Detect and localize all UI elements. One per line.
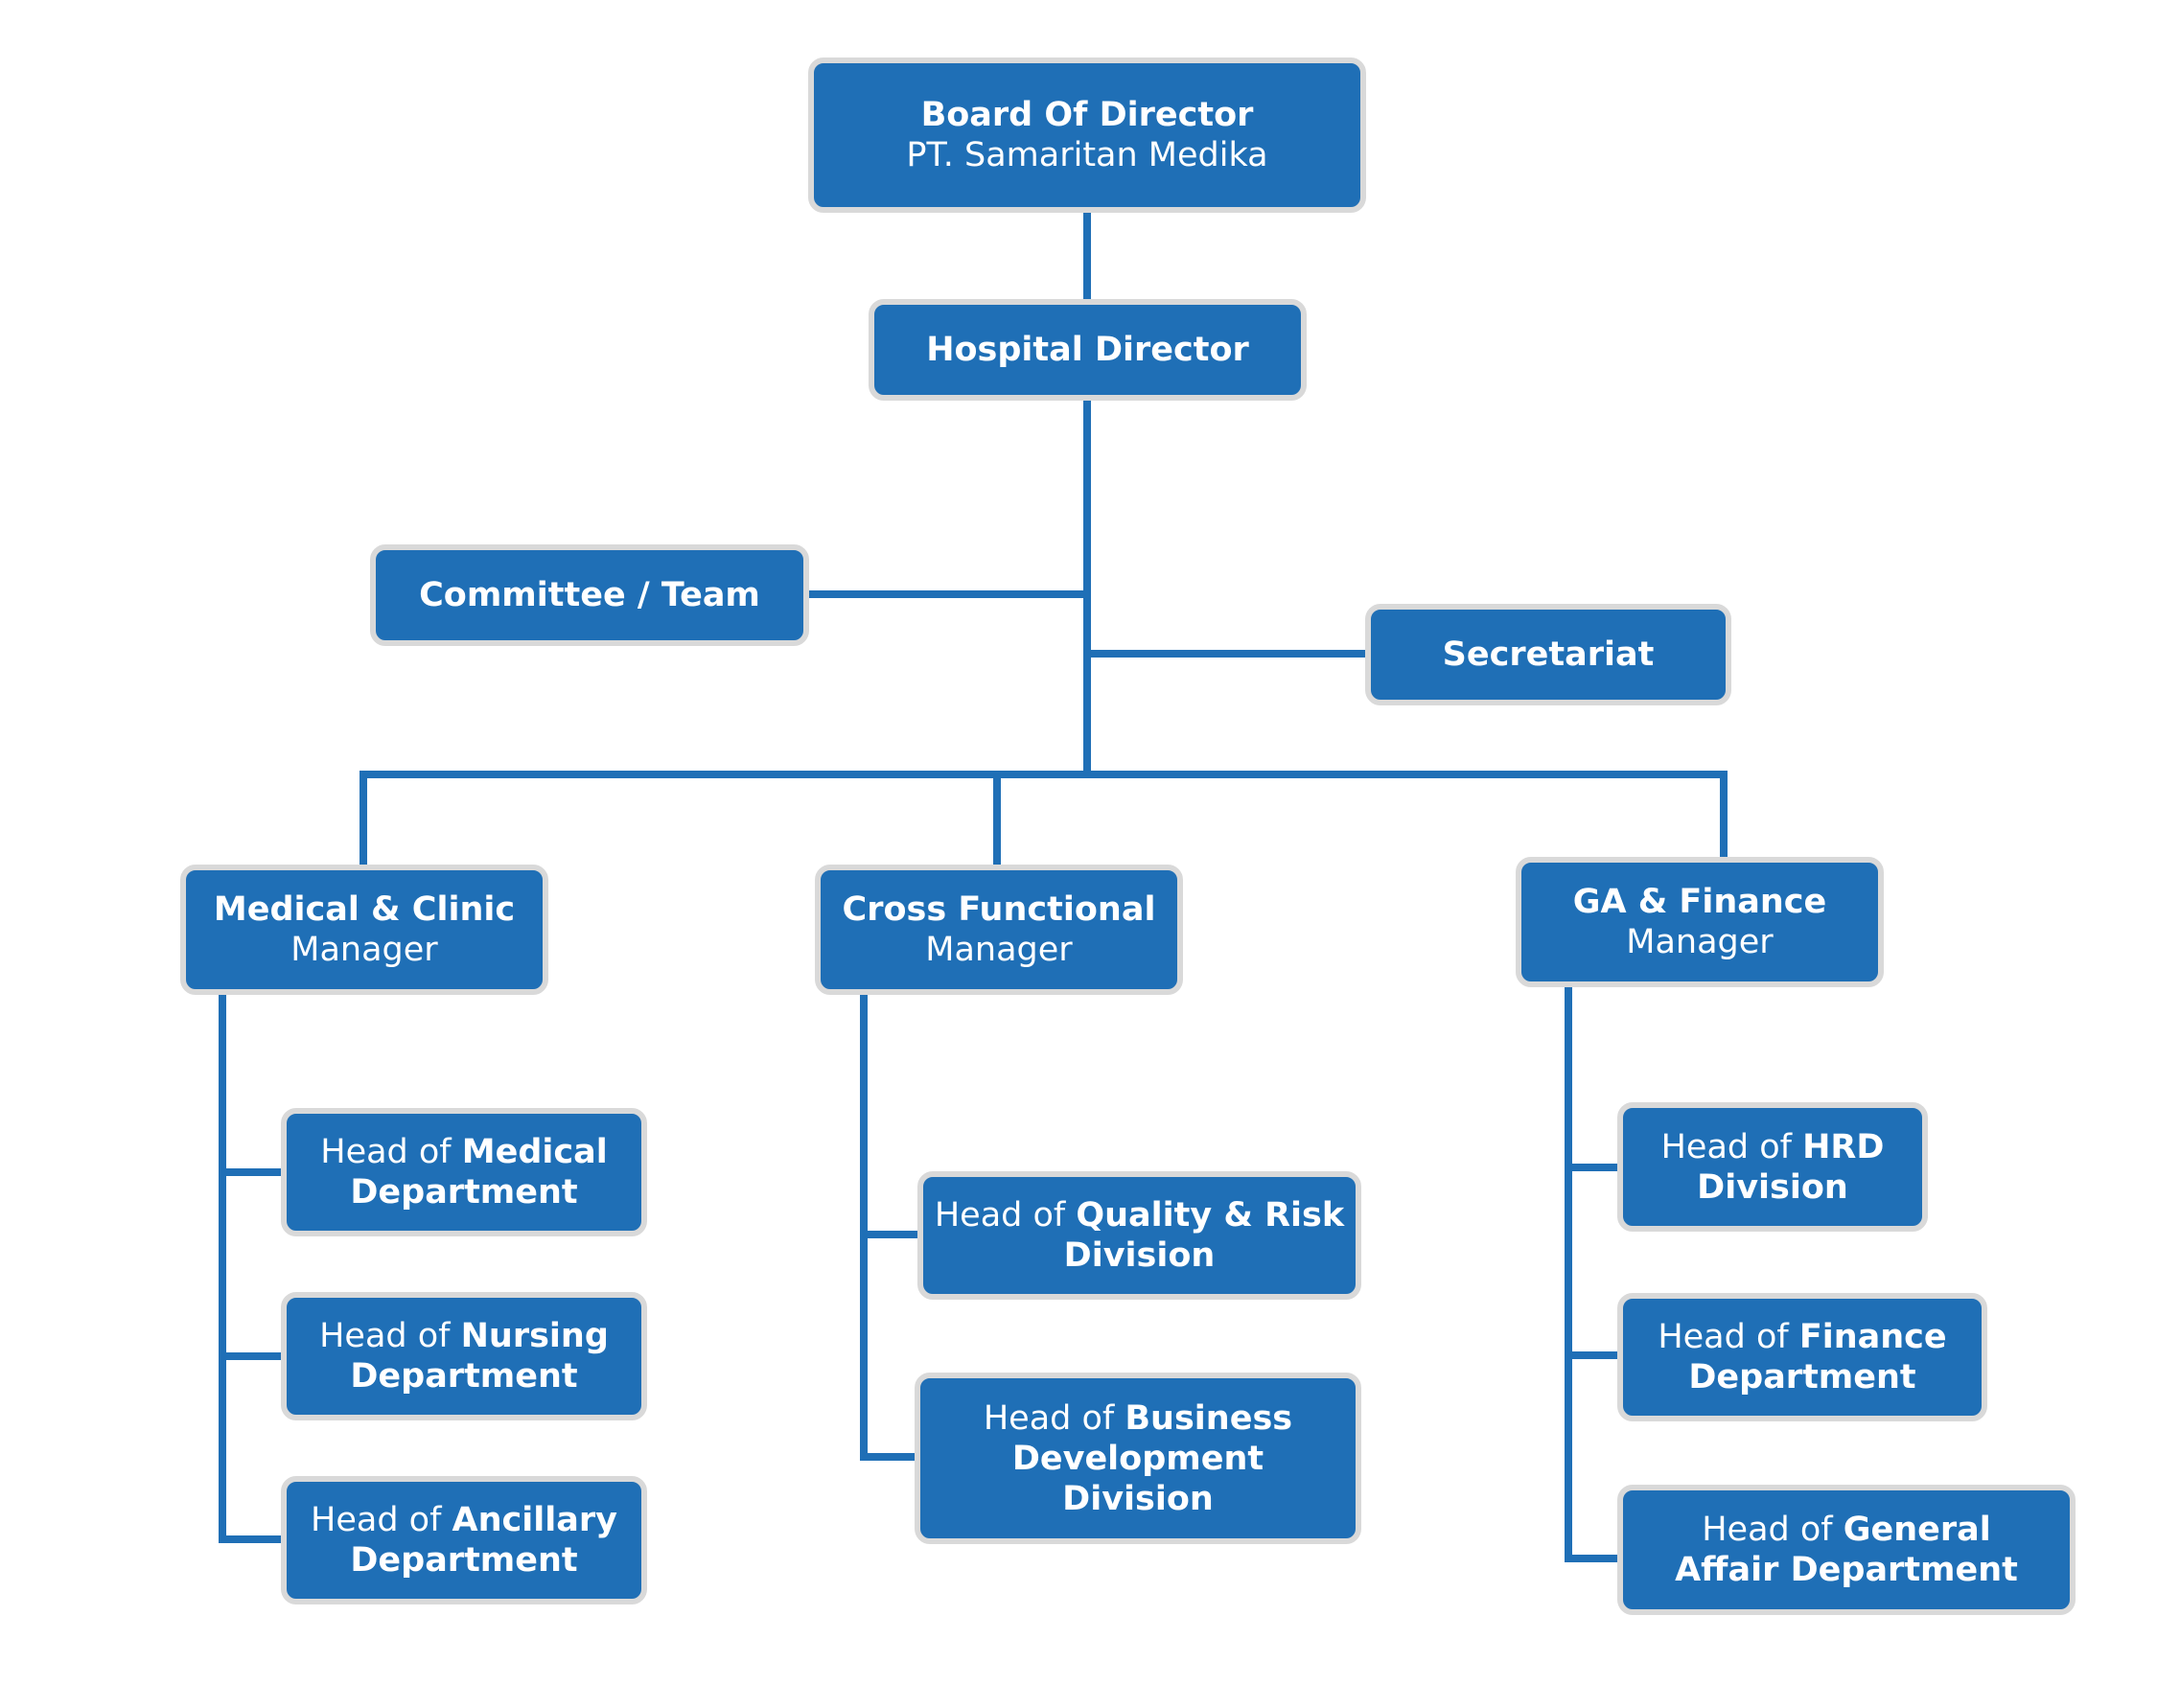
- head-business-bold: Business: [1125, 1398, 1293, 1438]
- head-general-affair-box: Head of General Affair Department: [1617, 1485, 2076, 1615]
- medical-clinic-manager-box: Medical & Clinic Manager: [180, 865, 548, 995]
- board-title: Board Of Director: [920, 96, 1254, 134]
- head-hrd-bold: HRD: [1802, 1127, 1885, 1166]
- cross-functional-role: Manager: [925, 931, 1073, 969]
- head-finance-box: Head of Finance Department: [1617, 1293, 1987, 1421]
- head-ancillary-box: Head of Ancillary Department: [281, 1476, 647, 1604]
- board-subtitle: PT. Samaritan Medika: [906, 136, 1268, 174]
- head-quality-line1: Head of Quality & Risk: [935, 1195, 1344, 1235]
- secretariat-label: Secretariat: [1442, 635, 1655, 674]
- head-finance-line1: Head of Finance: [1658, 1317, 1946, 1357]
- head-quality-bold: Quality & Risk: [1076, 1196, 1345, 1235]
- head-quality-box: Head of Quality & Risk Division: [917, 1171, 1361, 1300]
- head-nursing-line1: Head of Nursing: [319, 1316, 609, 1356]
- cross-functional-manager-box: Cross Functional Manager: [815, 865, 1183, 995]
- hospital-director-label: Hospital Director: [926, 331, 1249, 369]
- head-business-line2: Development: [1011, 1439, 1264, 1478]
- head-finance-line2: Department: [1688, 1358, 1916, 1396]
- head-finance-bold: Finance: [1798, 1318, 1947, 1356]
- board-of-director-box: Board Of Director PT. Samaritan Medika: [808, 58, 1366, 213]
- hospital-director-box: Hospital Director: [869, 299, 1307, 401]
- head-ancillary-bold: Ancillary: [452, 1501, 617, 1539]
- head-business-prefix: Head of: [983, 1398, 1125, 1438]
- head-ancillary-line1: Head of Ancillary: [311, 1500, 617, 1540]
- head-nursing-box: Head of Nursing Department: [281, 1292, 647, 1420]
- head-general-line2: Affair Department: [1675, 1551, 2018, 1589]
- medical-clinic-role: Manager: [290, 931, 438, 969]
- head-medical-line1: Head of Medical: [320, 1132, 608, 1172]
- secretariat-box: Secretariat: [1365, 604, 1731, 705]
- head-medical-box: Head of Medical Department: [281, 1108, 647, 1236]
- ga-finance-manager-box: GA & Finance Manager: [1516, 857, 1884, 987]
- head-business-line1: Head of Business: [984, 1398, 1292, 1439]
- ga-finance-title: GA & Finance: [1572, 883, 1827, 921]
- head-quality-prefix: Head of: [934, 1196, 1077, 1235]
- head-hrd-line1: Head of HRD: [1661, 1127, 1885, 1167]
- head-general-prefix: Head of: [1702, 1511, 1844, 1549]
- head-medical-line2: Department: [350, 1173, 578, 1212]
- cross-functional-title: Cross Functional: [842, 890, 1156, 929]
- head-business-line3: Division: [1062, 1479, 1214, 1518]
- head-ancillary-line2: Department: [350, 1541, 578, 1580]
- head-hrd-line2: Division: [1697, 1167, 1848, 1207]
- head-ancillary-prefix: Head of: [311, 1501, 452, 1539]
- committee-team-label: Committee / Team: [419, 576, 760, 614]
- head-business-box: Head of Business Development Division: [915, 1373, 1361, 1544]
- ga-finance-role: Manager: [1626, 923, 1774, 961]
- head-medical-prefix: Head of: [320, 1133, 462, 1171]
- head-general-bold: General: [1843, 1511, 1991, 1549]
- head-hrd-box: Head of HRD Division: [1617, 1102, 1928, 1232]
- committee-team-box: Committee / Team: [370, 544, 809, 646]
- head-quality-line2: Division: [1063, 1236, 1216, 1275]
- head-nursing-line2: Department: [350, 1357, 578, 1396]
- head-finance-prefix: Head of: [1658, 1318, 1799, 1356]
- head-nursing-prefix: Head of: [319, 1317, 461, 1355]
- head-nursing-bold: Nursing: [460, 1317, 609, 1355]
- head-medical-bold: Medical: [461, 1133, 608, 1171]
- medical-clinic-title: Medical & Clinic: [213, 890, 516, 929]
- head-hrd-prefix: Head of: [1660, 1127, 1803, 1166]
- head-general-line1: Head of General: [1702, 1510, 1991, 1550]
